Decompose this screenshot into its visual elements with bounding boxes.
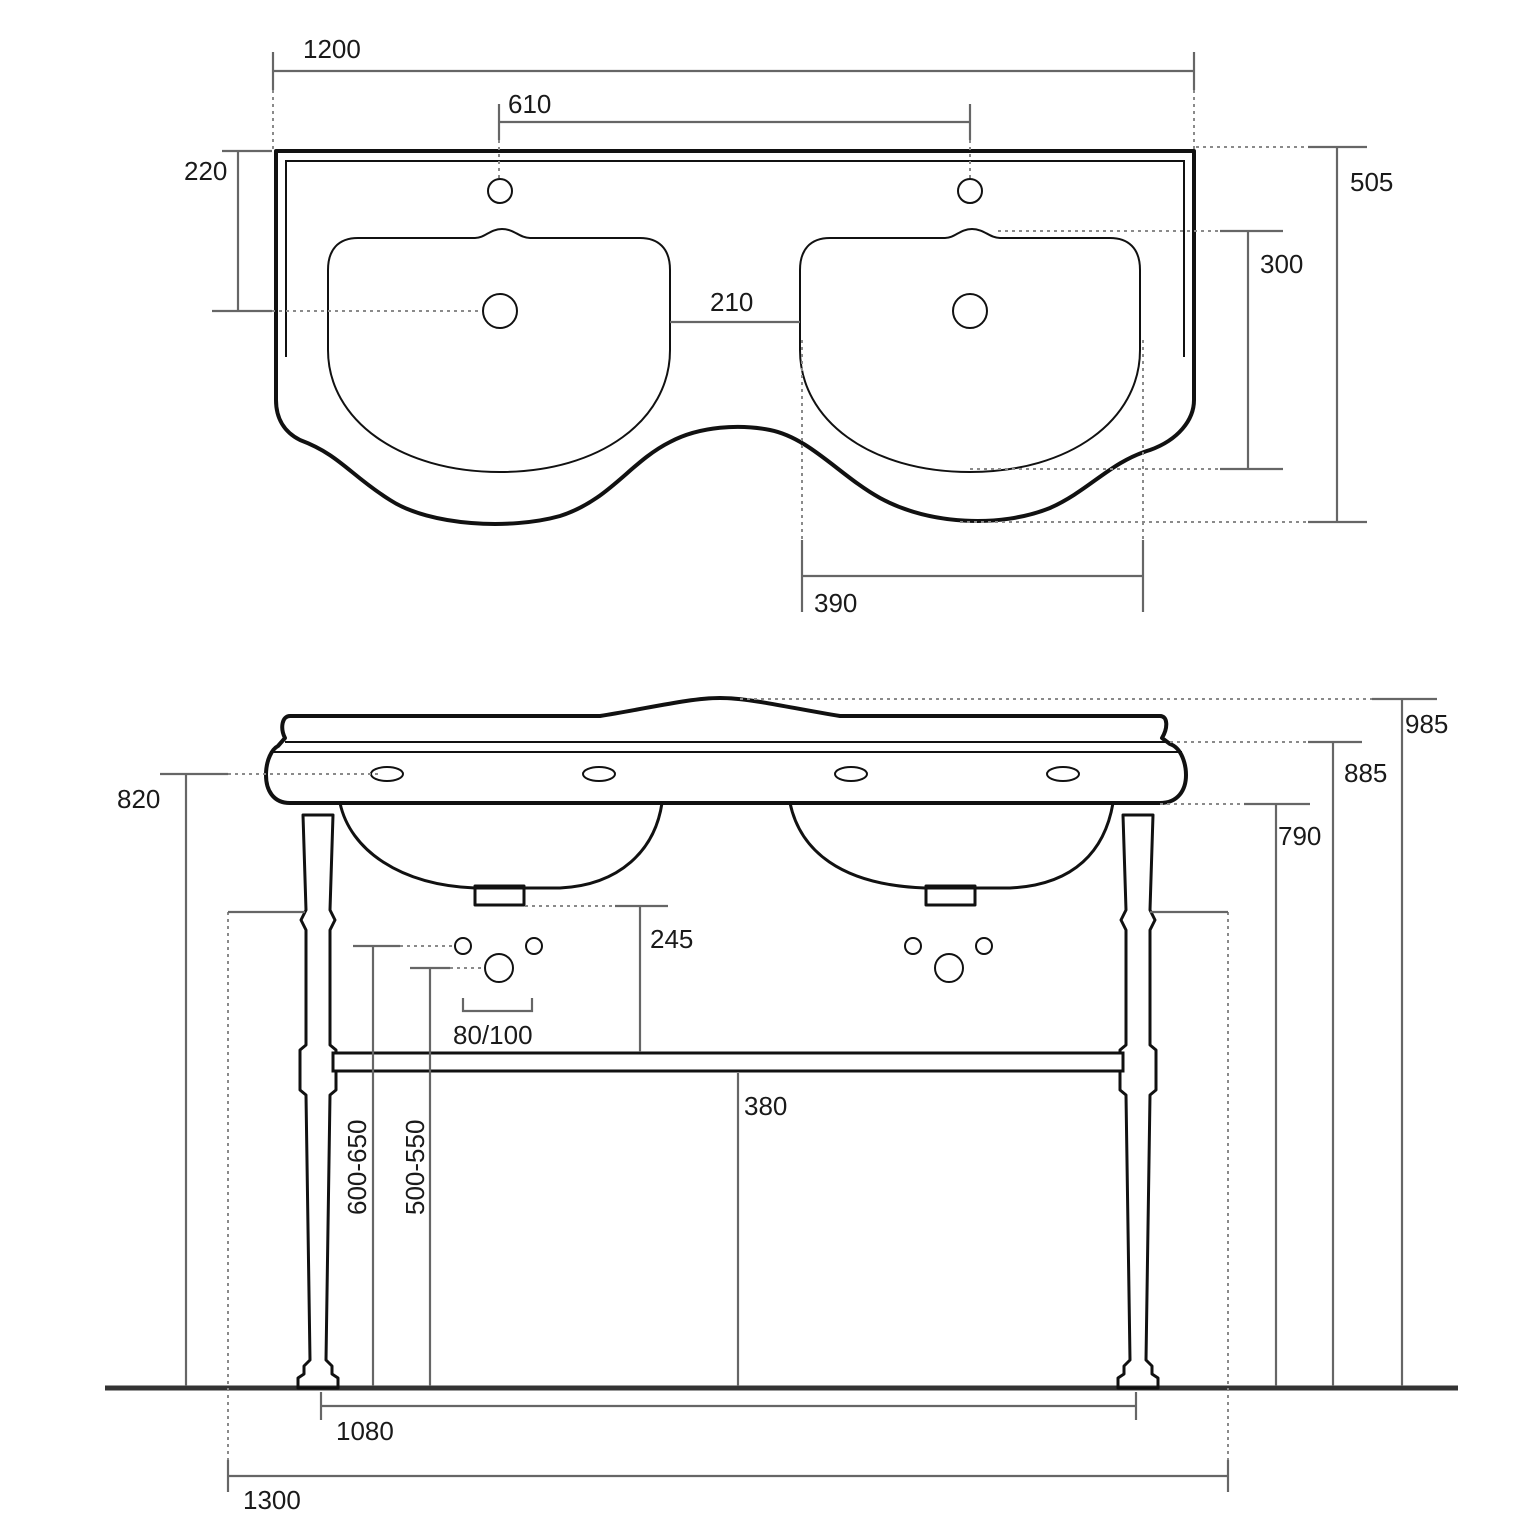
dim-top-height-885: 885 xyxy=(1344,758,1387,788)
dim-overall-width-1200: 1200 xyxy=(303,34,361,64)
basin-top-outline xyxy=(274,149,1196,526)
dim-waste-height-500-550: 500-550 xyxy=(400,1120,430,1215)
supply-point xyxy=(525,937,543,955)
right-bowl xyxy=(799,227,1141,474)
dim-overall-width-1300: 1300 xyxy=(243,1485,301,1515)
dim-tap-from-back-220: 220 xyxy=(184,156,227,186)
supply-point xyxy=(904,937,922,955)
dim-overall-depth-505: 505 xyxy=(1350,167,1393,197)
left-bowl xyxy=(327,227,671,474)
right-leg xyxy=(1116,813,1160,1390)
front-view: 985 885 790 820 245 80/100 380 600-650 xyxy=(105,696,1458,1515)
dim-rail-height-380: 380 xyxy=(744,1091,787,1121)
basin-inner-rim xyxy=(285,160,1185,357)
dim-tap-spacing-610: 610 xyxy=(508,89,551,119)
right-bowl-underside xyxy=(788,801,1115,890)
left-leg xyxy=(296,813,340,1390)
supply-point xyxy=(975,937,993,955)
dim-bowl-bottom-790: 790 xyxy=(1278,821,1321,851)
left-tap-hole xyxy=(487,178,513,204)
overflow-slot xyxy=(582,766,616,782)
right-tap-hole xyxy=(957,178,983,204)
dim-waste-drop-245: 245 xyxy=(650,924,693,954)
left-waste-outlet xyxy=(473,884,526,907)
dim-supply-height-600-650: 600-650 xyxy=(342,1120,372,1215)
dim-pipe-spacing-80-100: 80/100 xyxy=(453,1020,533,1050)
dim-leg-span-1080: 1080 xyxy=(336,1416,394,1446)
right-waste-outlet xyxy=(924,884,977,907)
dim-bowl-width-390: 390 xyxy=(814,588,857,618)
right-drain-hole xyxy=(952,293,988,329)
supply-point xyxy=(454,937,472,955)
waste-point xyxy=(934,953,964,983)
overflow-slot xyxy=(834,766,868,782)
waste-point xyxy=(484,953,514,983)
left-drain-hole xyxy=(482,293,518,329)
dim-total-height-985: 985 xyxy=(1405,709,1448,739)
dim-overflow-height-820: 820 xyxy=(117,784,160,814)
top-view: 1200 610 220 505 300 210 xyxy=(184,34,1393,618)
towel-rail xyxy=(331,1051,1125,1073)
dim-bowl-depth-300: 300 xyxy=(1260,249,1303,279)
dim-bowl-gap-210: 210 xyxy=(710,287,753,317)
basin-front-outline xyxy=(264,696,1188,805)
left-bowl-underside xyxy=(338,801,664,890)
overflow-slot xyxy=(1046,766,1080,782)
